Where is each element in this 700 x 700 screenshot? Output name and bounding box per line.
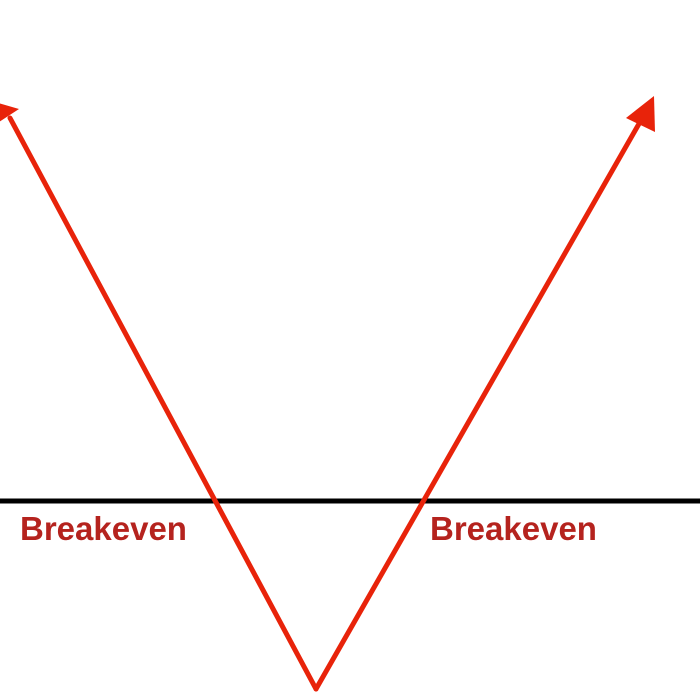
left-arrowhead-icon	[0, 103, 19, 122]
right-arrowhead-icon	[626, 96, 655, 132]
payoff-line-left-leg	[7, 115, 319, 692]
right-breakeven-label: Breakeven	[430, 510, 597, 547]
payoff-line-right-leg	[313, 119, 643, 692]
left-breakeven-label: Breakeven	[20, 510, 187, 547]
